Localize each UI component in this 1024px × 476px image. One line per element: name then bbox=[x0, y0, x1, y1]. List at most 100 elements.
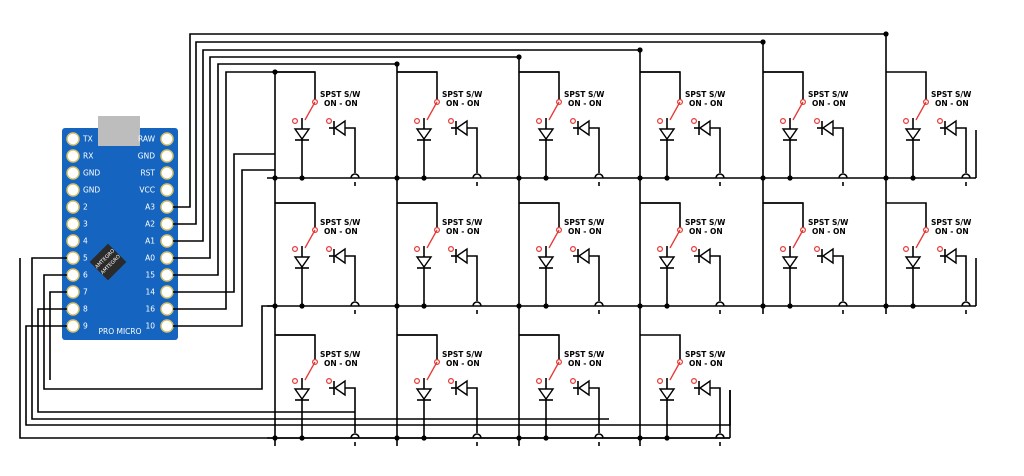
pin-pad-right bbox=[160, 132, 174, 146]
switch-contact bbox=[936, 117, 943, 124]
wire-crossover bbox=[715, 433, 725, 439]
pin-label-left: 3 bbox=[83, 220, 88, 229]
usb-connector bbox=[98, 116, 140, 146]
switch-feed-wire bbox=[397, 334, 438, 360]
junction-dot bbox=[883, 31, 889, 37]
switch-label: SPST S/W bbox=[685, 350, 726, 359]
diode-icon bbox=[904, 128, 922, 141]
diode-wire bbox=[956, 127, 967, 173]
column-feed-wire bbox=[173, 33, 886, 208]
wire-crossover bbox=[350, 301, 360, 307]
switch-contact bbox=[448, 117, 455, 124]
junction-dot bbox=[516, 54, 522, 60]
switch-contact bbox=[902, 117, 909, 124]
switch-contact bbox=[448, 246, 455, 253]
pin-label-right: RAW bbox=[138, 135, 156, 144]
switch-contact bbox=[535, 378, 542, 385]
pin-pad-right bbox=[160, 166, 174, 180]
switch-feed-wire bbox=[640, 202, 681, 228]
switch-contact bbox=[414, 246, 421, 253]
switch-contact bbox=[569, 117, 576, 124]
diode-icon bbox=[333, 379, 346, 397]
wire-crossover bbox=[715, 173, 725, 179]
switch-label: ON - ON bbox=[568, 227, 602, 236]
switch-label: ON - ON bbox=[689, 359, 723, 368]
switch-feed-wire bbox=[640, 71, 681, 100]
column-feed-wire bbox=[173, 71, 275, 310]
row-feed-wire bbox=[173, 169, 275, 327]
pin-label-left: GND bbox=[83, 186, 100, 195]
diode-icon bbox=[415, 128, 433, 141]
switch-contact bbox=[813, 117, 820, 124]
switch-label: ON - ON bbox=[324, 359, 358, 368]
switch-contact bbox=[569, 378, 576, 385]
pin-pad-left bbox=[66, 183, 80, 197]
column-feed-wire bbox=[173, 63, 397, 276]
key-switch-cell: SPST S/WON - ON bbox=[397, 202, 483, 314]
wire-crossover bbox=[838, 173, 848, 179]
diode-wire bbox=[467, 255, 478, 301]
key-switch-cell: SPST S/WON - ON bbox=[763, 202, 849, 314]
key-switch-cell: SPST S/WON - ON bbox=[275, 334, 361, 446]
column-feed-wire bbox=[173, 49, 640, 242]
diode-wire bbox=[589, 127, 600, 173]
switch-contact bbox=[936, 246, 943, 253]
pin-label-right: A0 bbox=[145, 254, 155, 263]
switch-feed-wire bbox=[763, 71, 804, 100]
switch-feed-wire bbox=[519, 71, 560, 100]
pin-label-right: 15 bbox=[145, 271, 155, 280]
diode-wire bbox=[467, 387, 478, 433]
pin-label-right: A3 bbox=[145, 203, 155, 212]
key-switch-cell: SPST S/WON - ON bbox=[519, 334, 605, 446]
switch-lever bbox=[669, 361, 681, 381]
wire-crossover bbox=[472, 173, 482, 179]
wire-crossover bbox=[594, 301, 604, 307]
pin-pad-left bbox=[66, 302, 80, 316]
switch-contact bbox=[656, 117, 663, 124]
pin-label-right: GND bbox=[138, 152, 155, 161]
switch-label: ON - ON bbox=[568, 99, 602, 108]
switch-feed-wire bbox=[275, 202, 316, 228]
switch-lever bbox=[548, 361, 560, 381]
pin-label-right: A2 bbox=[145, 220, 155, 229]
switch-contact bbox=[535, 117, 542, 124]
switch-feed-wire bbox=[763, 202, 804, 228]
diode-icon bbox=[333, 247, 346, 265]
switch-feed-wire bbox=[275, 71, 316, 100]
switch-label: ON - ON bbox=[935, 99, 969, 108]
diode-icon bbox=[658, 256, 676, 269]
pin-pad-left bbox=[66, 251, 80, 265]
diode-icon bbox=[904, 256, 922, 269]
pin-pad-right bbox=[160, 285, 174, 299]
diode-icon bbox=[821, 119, 834, 137]
pin-label-left: 8 bbox=[83, 305, 88, 314]
diode-icon bbox=[781, 256, 799, 269]
junction-dot bbox=[760, 39, 766, 45]
switch-contact bbox=[535, 246, 542, 253]
switch-lever bbox=[548, 101, 560, 121]
switch-lever bbox=[669, 229, 681, 249]
diode-icon bbox=[293, 128, 311, 141]
switch-label: SPST S/W bbox=[685, 218, 726, 227]
key-switch-cell: SPST S/WON - ON bbox=[275, 202, 361, 314]
switch-feed-wire bbox=[519, 202, 560, 228]
pin-label-left: 6 bbox=[83, 271, 88, 280]
pin-pad-right bbox=[160, 302, 174, 316]
switch-lever bbox=[792, 101, 804, 121]
diode-icon bbox=[455, 119, 468, 137]
pin-label-left: GND bbox=[83, 169, 100, 178]
diode-icon bbox=[944, 119, 957, 137]
diode-icon bbox=[537, 388, 555, 401]
pin-pad-left bbox=[66, 132, 80, 146]
switch-lever bbox=[548, 229, 560, 249]
pin-pad-right bbox=[160, 217, 174, 231]
switch-feed-wire bbox=[397, 71, 438, 100]
switch-label: SPST S/W bbox=[931, 218, 972, 227]
switch-contact bbox=[690, 378, 697, 385]
pin-pad-left bbox=[66, 268, 80, 282]
switch-label: ON - ON bbox=[812, 99, 846, 108]
key-switch-cell: SPST S/WON - ON bbox=[763, 71, 849, 186]
pin-pad-left bbox=[66, 217, 80, 231]
switch-contact bbox=[779, 246, 786, 253]
